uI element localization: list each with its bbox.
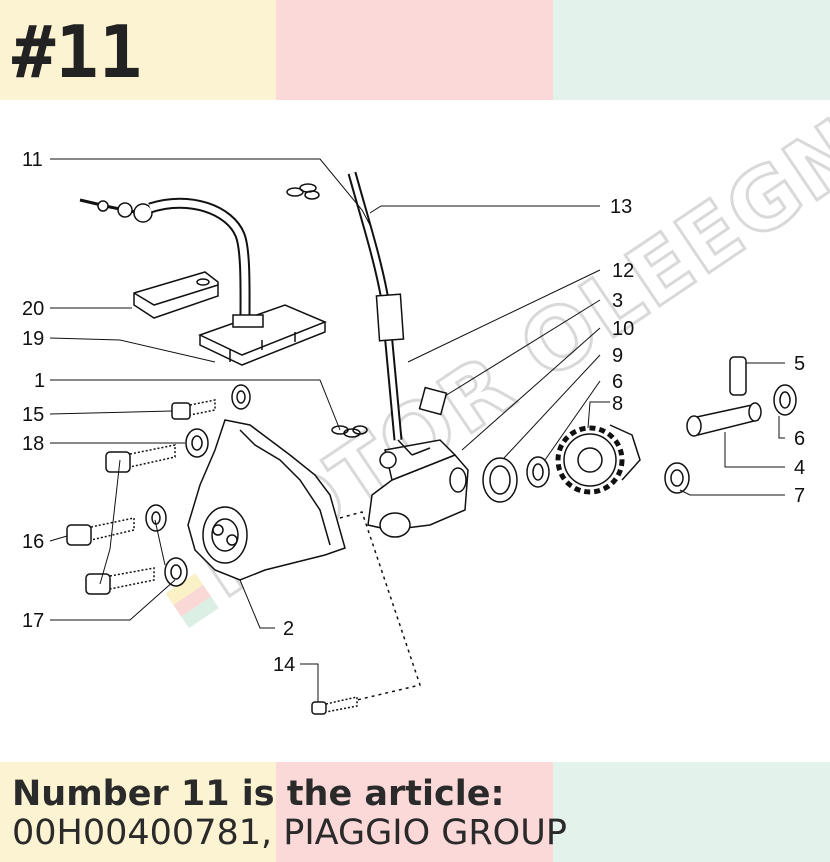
assembly-guide-line <box>339 511 421 701</box>
part-1-washer <box>231 384 251 410</box>
part-18-washer <box>185 428 209 458</box>
callout-labels: 11 20 19 1 15 18 16 17 13 12 3 10 9 6 8 … <box>22 149 805 676</box>
part-19-bracket <box>198 304 327 366</box>
callout-8: 8 <box>612 393 623 415</box>
part-14-screw <box>311 696 358 715</box>
callout-4: 4 <box>794 457 805 479</box>
callout-18: 18 <box>22 433 44 455</box>
header-band-pink <box>276 0 553 100</box>
callout-15: 15 <box>22 404 44 426</box>
exploded-parts-diagram: MOTOR OLEEGN <box>22 100 830 715</box>
part-11-cable <box>79 197 251 321</box>
part-5-pin <box>729 356 747 396</box>
callout-3: 3 <box>612 290 623 312</box>
callout-12: 12 <box>612 260 634 282</box>
callout-11: 11 <box>22 149 43 171</box>
part-13-rod <box>347 171 405 441</box>
article-caption-code: 00H00400781, PIAGGIO GROUP <box>12 813 567 853</box>
part-2-cover <box>187 419 346 581</box>
callout-1: 1 <box>34 370 45 392</box>
part-20-block <box>133 271 219 319</box>
callout-9: 9 <box>612 345 623 367</box>
callout-5: 5 <box>794 353 805 375</box>
footer-band-green <box>553 762 830 862</box>
footer-band-yellow <box>0 762 276 862</box>
callout-10: 10 <box>612 318 634 340</box>
part-8-gear <box>555 424 641 495</box>
callout-13: 13 <box>610 196 632 218</box>
part-16-bolt-lower <box>85 567 155 595</box>
part-9-ring <box>482 457 518 503</box>
part-chain-upper <box>286 183 320 200</box>
part-16-bolt-upper <box>105 444 176 473</box>
callout-6: 6 <box>612 371 623 393</box>
part-4-shaft <box>686 402 762 437</box>
header-band-yellow <box>0 0 276 100</box>
callout-16: 16 <box>22 531 44 553</box>
part-17-washer-lower <box>164 557 188 587</box>
part-6-washer-right <box>773 384 797 416</box>
part-number-heading: #11 <box>12 10 143 94</box>
header-band-green <box>553 0 830 100</box>
part-3-clip <box>418 386 448 416</box>
callout-14: 14 <box>273 654 295 676</box>
article-caption-title: Number 11 is the article: <box>12 774 505 814</box>
leader-lines <box>49 158 785 702</box>
part-pump-body <box>367 439 469 538</box>
callout-7: 7 <box>794 485 805 507</box>
part-16-bolt-middle <box>66 517 135 546</box>
callout-2: 2 <box>283 618 294 640</box>
callout-6-right: 6 <box>794 428 805 450</box>
part-7-circlip <box>664 462 690 494</box>
part-15-bolt <box>171 399 216 420</box>
part-6-washer <box>526 456 550 488</box>
part-17-washer-upper <box>145 504 167 532</box>
part-chain-lower <box>331 425 368 438</box>
footer-band-pink <box>276 762 553 862</box>
callout-19: 19 <box>22 328 44 350</box>
callout-20: 20 <box>22 298 44 320</box>
callout-17: 17 <box>22 610 44 632</box>
